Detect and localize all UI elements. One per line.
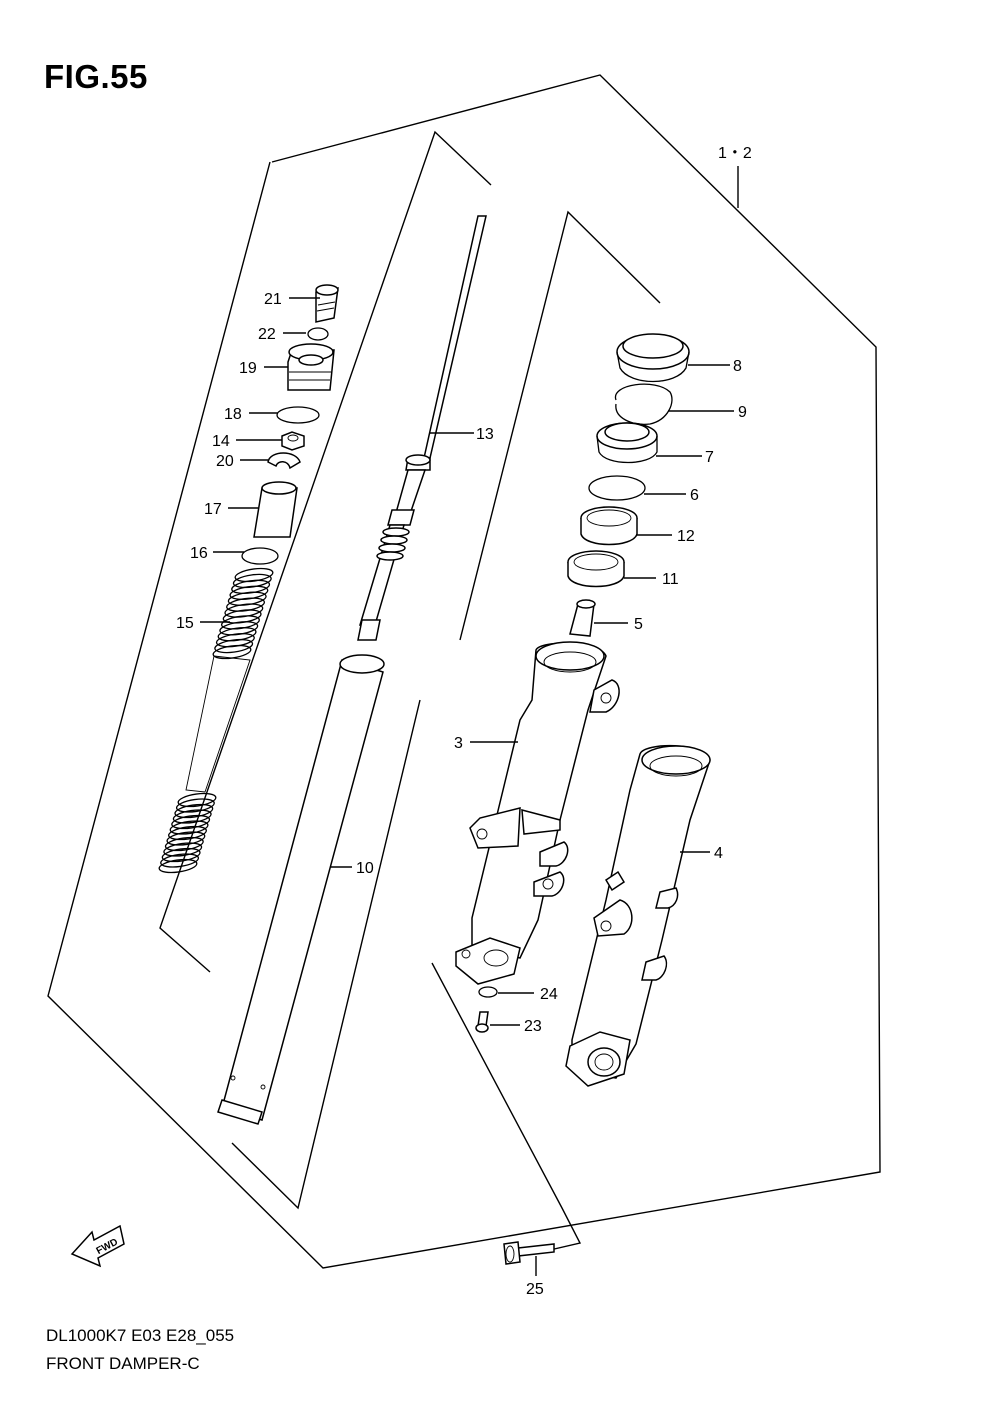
callout-24: 24 xyxy=(540,986,558,1003)
part-4-outer-tube xyxy=(565,744,711,1087)
part-11-bush xyxy=(567,550,625,588)
leader-lines xyxy=(200,297,734,1276)
part-12-bush xyxy=(580,506,638,546)
figure-title: FIG.55 xyxy=(44,58,148,95)
callout-15: 15 xyxy=(176,615,194,632)
part-10-inner-tube xyxy=(217,654,385,1125)
callout-25: 25 xyxy=(526,1281,544,1298)
part-24-washer xyxy=(478,986,498,998)
callout-20: 20 xyxy=(216,453,234,470)
part-20-clip xyxy=(267,452,301,470)
callout-7: 7 xyxy=(705,449,714,466)
callout-21: 21 xyxy=(264,291,282,308)
part-16-washer xyxy=(241,547,279,565)
fwd-arrow-icon: FWD xyxy=(70,1224,125,1268)
figure-name: FRONT DAMPER-C xyxy=(46,1354,200,1373)
callout-17: 17 xyxy=(204,501,222,518)
callout-11: 11 xyxy=(662,571,679,588)
part-7-oil-seal xyxy=(596,422,658,464)
callout-13: 13 xyxy=(476,426,494,443)
part-19-cap-bolt xyxy=(287,343,335,391)
callout-22: 22 xyxy=(258,326,276,343)
assembly-outline xyxy=(47,74,881,1269)
part-15-spring xyxy=(158,567,274,874)
part-18-oring xyxy=(276,406,320,424)
part-21-adjuster xyxy=(315,284,339,323)
callout-12: 12 xyxy=(677,528,695,545)
callout-4: 4 xyxy=(714,845,723,862)
callout-16: 16 xyxy=(190,545,208,562)
part-14-nut xyxy=(281,431,305,451)
callout-5: 5 xyxy=(634,616,643,633)
callout-10: 10 xyxy=(356,860,374,877)
rod-rings xyxy=(376,527,410,561)
model-code: DL1000K7 E03 E28_055 xyxy=(46,1326,235,1345)
part-6-washer xyxy=(588,475,646,501)
callout-8: 8 xyxy=(733,358,742,375)
callout-19: 19 xyxy=(239,360,257,377)
callout-3: 3 xyxy=(454,735,463,752)
callout-labels: 1・2 21 22 19 18 14 20 17 16 15 13 10 8 9… xyxy=(176,145,752,1298)
part-22-oring xyxy=(307,327,329,341)
part-9-stopper-ring xyxy=(615,383,673,425)
callout-9: 9 xyxy=(738,404,747,421)
part-23-bolt xyxy=(475,1011,489,1033)
inner-panel-left xyxy=(159,130,492,973)
part-17-spacer xyxy=(253,481,298,538)
part-5-oil-lock xyxy=(569,599,596,637)
part-8-dust-seal xyxy=(616,333,690,383)
callout-18: 18 xyxy=(224,406,242,423)
callout-6: 6 xyxy=(690,487,699,504)
callout-1-2: 1・2 xyxy=(718,145,752,162)
part-13-damper-rod xyxy=(357,215,487,641)
callout-23: 23 xyxy=(524,1018,542,1035)
inner-panel-right xyxy=(459,210,661,641)
part-25-axle-bolt xyxy=(503,1241,555,1265)
tube-panel xyxy=(231,699,421,1210)
part-3-outer-tube xyxy=(455,641,620,985)
callout-14: 14 xyxy=(212,433,230,450)
bolt-bracket-line xyxy=(431,962,582,1254)
